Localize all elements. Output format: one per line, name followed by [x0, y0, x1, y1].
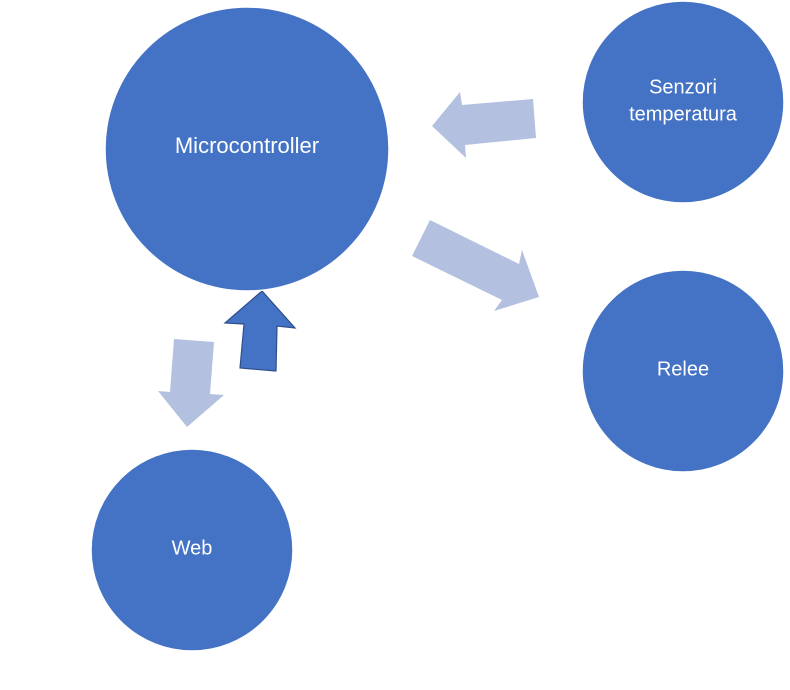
node-web: Web: [90, 448, 294, 652]
relee-label: Relee: [657, 358, 709, 380]
relee-circle: [581, 269, 785, 473]
senzori-label-line2: temperatura: [629, 103, 738, 125]
arrow-microcontroller-to-web: [158, 339, 224, 427]
node-microcontroller: Microcontroller: [104, 6, 390, 292]
microcontroller-circle: [104, 6, 390, 292]
arrow-web-to-microcontroller: [223, 290, 297, 372]
senzori-label-line1: Senzori: [649, 76, 717, 98]
node-relee: Relee: [581, 269, 785, 473]
web-circle: [90, 448, 294, 652]
node-senzori-temperatura: Senzori temperatura: [581, 0, 785, 204]
arrow-microcontroller-to-relee: [412, 220, 539, 311]
senzori-circle: [581, 0, 785, 204]
arrow-senzori-to-microcontroller: [432, 92, 536, 158]
microcontroller-label: Microcontroller: [175, 133, 319, 158]
web-label: Web: [172, 537, 213, 559]
